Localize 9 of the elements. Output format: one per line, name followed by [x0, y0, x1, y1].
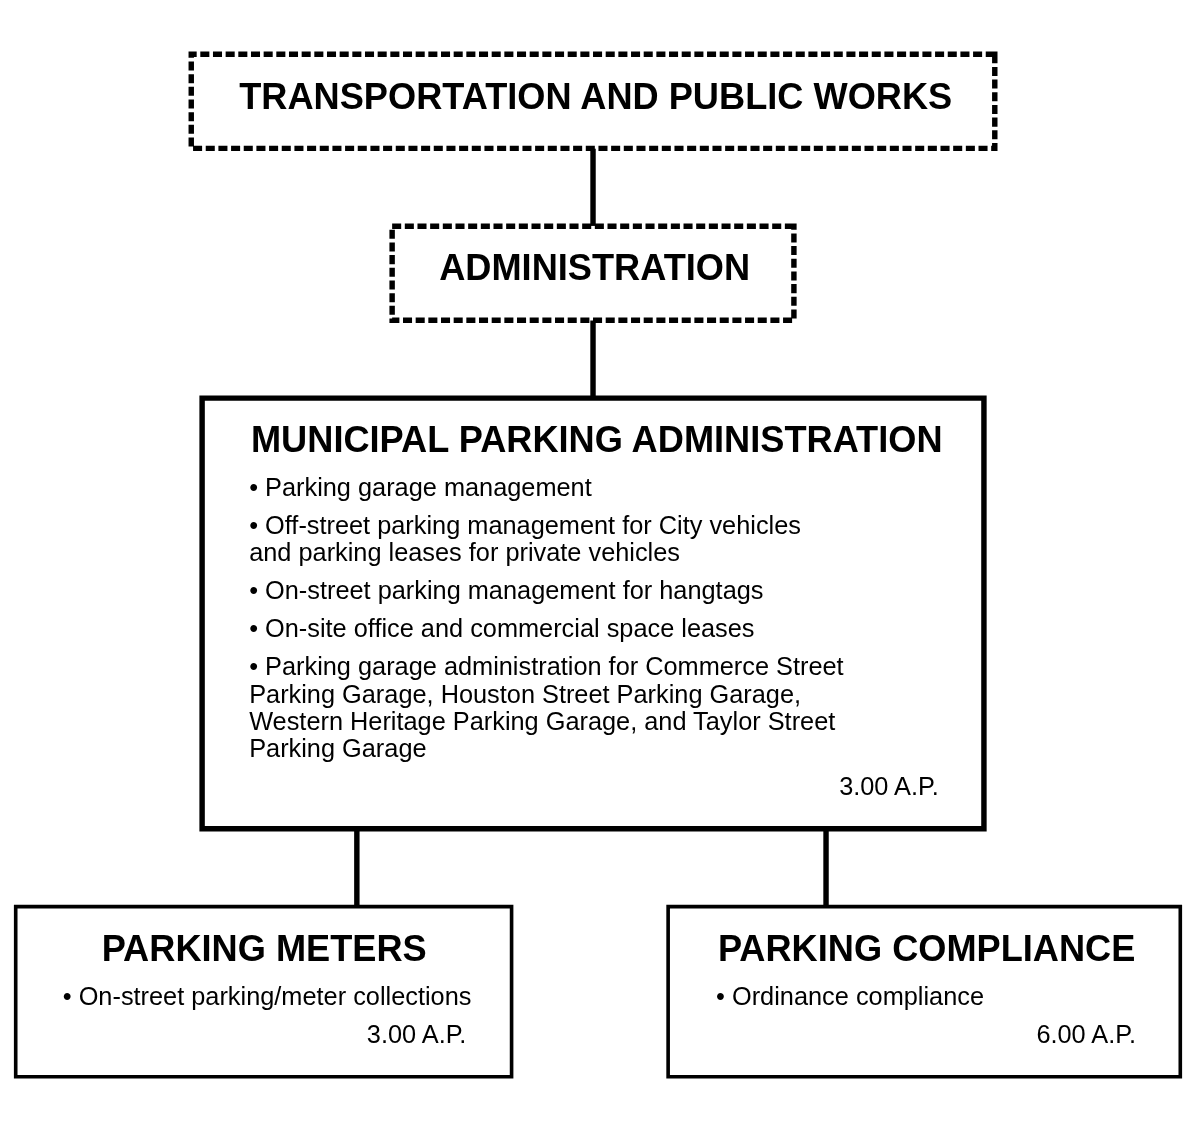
node-box: ADMINISTRATION	[389, 222, 797, 323]
connector	[354, 828, 360, 906]
connector	[590, 320, 596, 398]
node-box: TRANSPORTATION AND PUBLIC WORKS	[188, 51, 998, 151]
node-box: PARKING METERS • On-street parking/meter collections 3.00 A.P.	[13, 904, 514, 1079]
connector	[823, 828, 829, 906]
node-box: MUNICIPAL PARKING ADMINISTRATION • Parking garage management • Off-street parking management for City vehicles and parking leases for private vehicles • On-street parking management for hangtags • On-site office and commercial space leases • Parking garage administration for Commerce Street Parking Garage, Houston Street Parking Garage, Western Heritage Parking Garage, and Taylor Street Parking Garage 3.00 A.P.	[199, 394, 987, 832]
connector	[590, 148, 596, 226]
node-box: PARKING COMPLIANCE • Ordinance compliance 6.00 A.P.	[666, 904, 1183, 1079]
